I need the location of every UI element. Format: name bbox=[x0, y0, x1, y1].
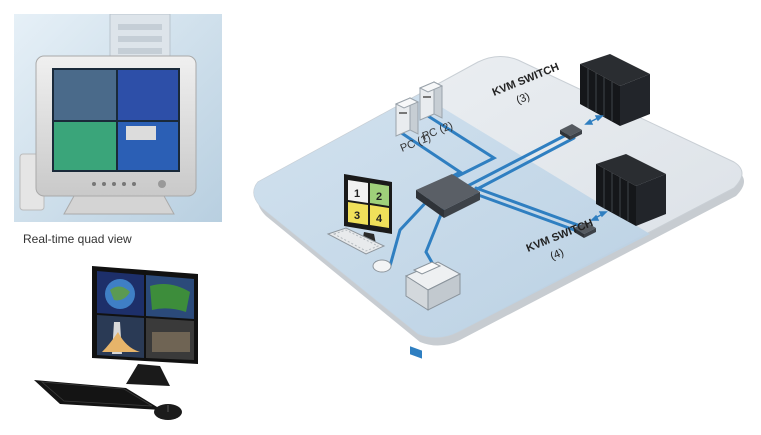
kvm-network-diagram: PC (1) PC (2) 1 2 3 4 bbox=[253, 54, 744, 359]
quad-view-monitor: 1 2 3 4 bbox=[344, 174, 392, 244]
printer bbox=[404, 261, 462, 359]
link-arrow-4 bbox=[590, 211, 608, 221]
server-rack-group-4 bbox=[596, 154, 666, 226]
network-cables bbox=[375, 114, 588, 268]
quad-tile-2: 2 bbox=[376, 191, 382, 203]
central-kvm-switch bbox=[416, 174, 480, 218]
kvm-switch-3 bbox=[560, 124, 582, 140]
photo-caption: Real-time quad view bbox=[23, 232, 132, 246]
pc-tower-2 bbox=[418, 81, 444, 121]
photo-crt-monitor bbox=[14, 14, 222, 222]
quad-tile-1: 1 bbox=[354, 188, 360, 200]
quad-tile-4: 4 bbox=[376, 213, 383, 225]
quad-tile-3: 3 bbox=[354, 210, 360, 222]
kvm-switch-4 bbox=[574, 222, 596, 238]
keyboard bbox=[326, 227, 386, 255]
crt-quad-screen bbox=[54, 70, 178, 170]
link-arrow-3 bbox=[584, 115, 604, 125]
pc-tower-1 bbox=[394, 97, 420, 137]
kvm4-number: (4) bbox=[549, 247, 566, 263]
flat-panel-quad-screen bbox=[97, 271, 194, 360]
kvm3-number: (3) bbox=[515, 91, 532, 107]
server-rack-group-3 bbox=[580, 54, 650, 126]
photo-flat-panel-workstation bbox=[34, 266, 198, 420]
mouse bbox=[372, 259, 392, 273]
